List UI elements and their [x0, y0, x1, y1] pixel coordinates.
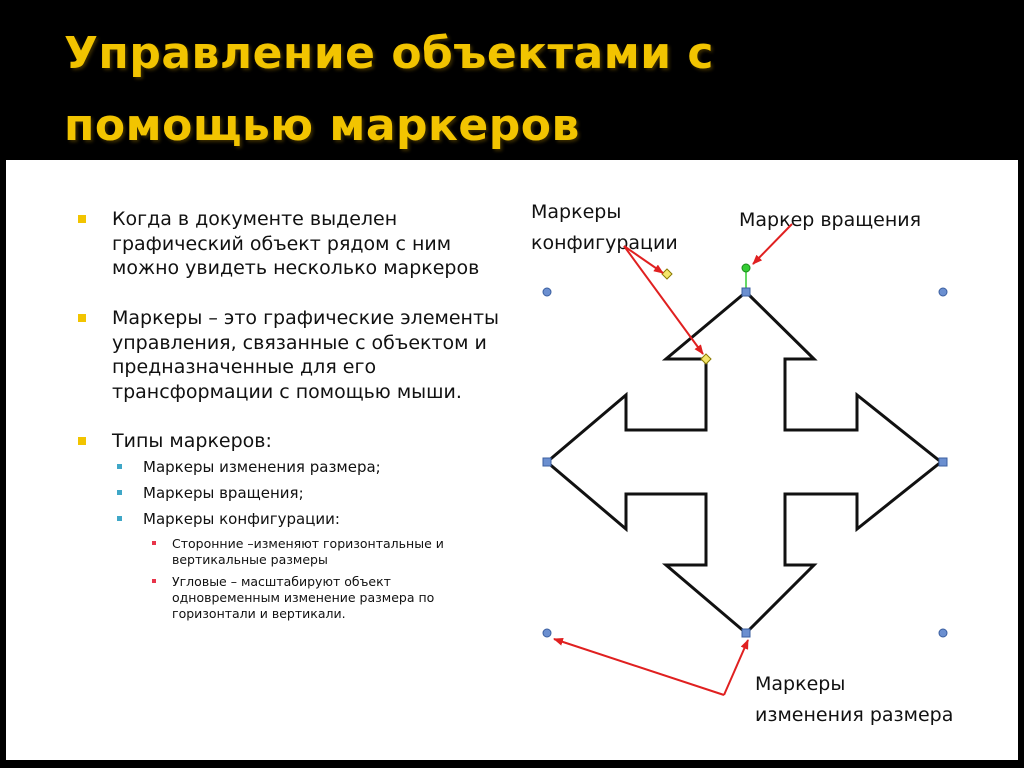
bullet-marker-icon [78, 314, 86, 322]
bullet-marker-icon [78, 437, 86, 445]
bullet-text: Маркеры – это графические элементы управ… [112, 307, 500, 403]
pointer-arrow-resize-corner [553, 638, 725, 696]
bullet-item: Типы маркеров: [78, 429, 502, 454]
label-config-markers-1: Маркеры [531, 201, 622, 223]
sub-bullet-marker-icon [117, 464, 122, 469]
bullet-item: Маркеры – это графические элементы управ… [78, 306, 502, 404]
bullet-text: Типы маркеров: [112, 430, 272, 452]
resize-handle-icon[interactable] [741, 287, 751, 297]
sub-sub-bullet-marker-icon [152, 541, 156, 545]
resize-handle-icon[interactable] [741, 628, 751, 638]
config-handle-icon[interactable] [661, 268, 673, 280]
resize-handle-icon[interactable] [938, 287, 948, 297]
sub-bullet-marker-icon [117, 516, 122, 521]
bullet-text: Когда в документе выделен графический об… [112, 208, 480, 279]
four-way-arrow-shape[interactable] [544, 289, 944, 636]
four-way-arrow-diagram [542, 223, 948, 696]
sub-bullet-text: Маркеры конфигурации: [143, 510, 340, 528]
sub-sub-bullet-text: Сторонние –изменяют горизонтальные и вер… [172, 536, 444, 567]
pointer-arrow-rotation [752, 223, 793, 265]
sub-bullet-item: Маркеры вращения; [117, 484, 503, 503]
rotation-handle-icon[interactable] [741, 263, 751, 273]
label-rotation-marker: Маркер вращения [739, 209, 922, 231]
pointer-arrow-config-1 [623, 245, 664, 274]
resize-handle-icon[interactable] [542, 457, 552, 467]
slide-title-line-2: помощью маркеров [64, 100, 580, 151]
sub-sub-bullet-marker-icon [152, 579, 156, 583]
sub-sub-bullet-item: Угловые – масштабируют объект одновремен… [152, 574, 502, 622]
label-resize-markers-1: Маркеры [755, 673, 846, 695]
bullet-marker-icon [78, 215, 86, 223]
sub-bullet-marker-icon [117, 490, 122, 495]
bullet-item: Когда в документе выделен графический об… [78, 207, 502, 281]
resize-handle-icon[interactable] [542, 628, 552, 638]
resize-handle-icon[interactable] [542, 287, 552, 297]
sub-bullet-text: Маркеры вращения; [143, 484, 304, 502]
resize-handle-icon[interactable] [938, 628, 948, 638]
config-handle-icon[interactable] [700, 353, 712, 365]
sub-sub-bullet-item: Сторонние –изменяют горизонтальные и вер… [152, 536, 502, 568]
sub-bullet-item: Маркеры изменения размера; [117, 458, 503, 477]
label-config-markers-2: конфигурации [531, 232, 678, 254]
sub-sub-bullet-text: Угловые – масштабируют объект одновремен… [172, 574, 435, 621]
sub-bullet-item: Маркеры конфигурации: [117, 510, 503, 529]
pointer-arrow-resize-side [723, 639, 749, 696]
resize-handle-icon[interactable] [938, 457, 948, 467]
slide-content: Когда в документе выделен графический об… [6, 160, 1018, 760]
title-bar: Управление объектами с помощью маркеров [0, 0, 1024, 160]
label-resize-markers-2: изменения размера [755, 704, 954, 726]
pointer-arrow-config-2 [623, 245, 704, 355]
sub-bullet-text: Маркеры изменения размера; [143, 458, 381, 476]
slide-title-line-1: Управление объектами с [64, 28, 714, 79]
